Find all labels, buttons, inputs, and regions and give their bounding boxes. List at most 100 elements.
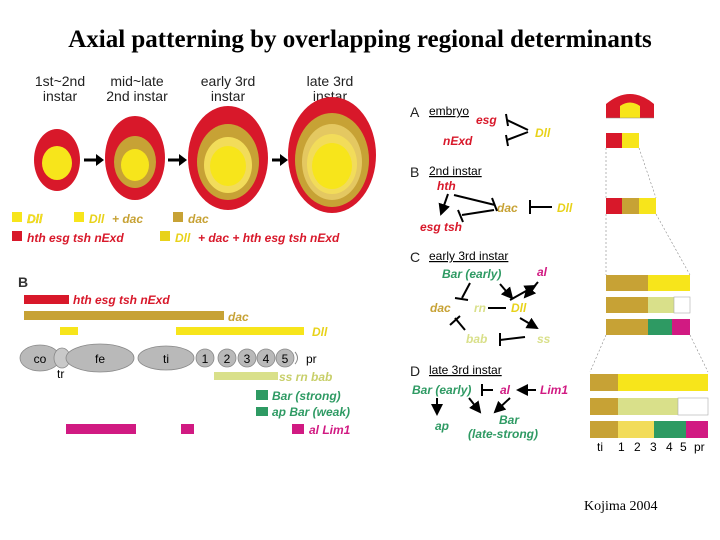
segment-5-label: 5 xyxy=(282,352,289,366)
net-a-nexd: nExd xyxy=(443,134,473,148)
net-b-dll: Dll xyxy=(557,201,573,215)
legend-text-dll-dac-2: + dac xyxy=(112,212,143,226)
net-d-al: al xyxy=(500,383,511,397)
net-b-esg: esg tsh xyxy=(420,220,462,234)
strip-a-red xyxy=(606,133,622,148)
leg-segments: co tr fe ti 1 2 3 4 5 pr xyxy=(19,343,317,381)
bar-dac-label: dac xyxy=(228,310,249,324)
bar-hth-label: hth esg tsh nExd xyxy=(73,293,170,307)
strip-b-red xyxy=(606,198,622,214)
net-c-letter: C xyxy=(410,249,420,265)
legend-swatch-hth xyxy=(12,231,22,241)
strip-label-pr: pr xyxy=(694,440,705,454)
strip-b-yellow xyxy=(639,198,656,214)
net-c-dac: dac xyxy=(430,301,451,315)
strip-d1-yellow xyxy=(618,374,708,391)
net-d-ap: ap xyxy=(435,419,449,433)
strip-c2-white xyxy=(673,296,691,314)
strip-c1-yellow xyxy=(648,275,690,291)
segment-pr-label: pr xyxy=(306,352,317,366)
disc-stage-3 xyxy=(188,106,268,210)
strip-label-ti: ti xyxy=(597,440,603,454)
legend-text-dll: Dll xyxy=(27,212,43,226)
panel-b-bars: hth esg tsh nExd dac Dll co tr fe ti 1 2… xyxy=(19,293,351,437)
segment-ti xyxy=(137,345,195,371)
disc-stage-1 xyxy=(34,129,80,191)
bar-ss-label: ss rn bab xyxy=(279,370,332,384)
strip-d3-green xyxy=(654,421,686,438)
segment-2-label: 2 xyxy=(224,352,231,366)
net-c-title: early 3rd instar xyxy=(429,249,508,263)
net-c-rn: rn xyxy=(474,301,486,315)
stage-2-line1: mid~late xyxy=(110,73,164,89)
strip-c2-lightgreen xyxy=(648,297,674,313)
bar-dll-2 xyxy=(176,327,304,335)
segment-fe-label: fe xyxy=(95,352,105,366)
strip-d3-olive xyxy=(590,421,618,438)
segment-1 xyxy=(195,348,215,368)
net-d-lim1: Lim1 xyxy=(540,383,568,397)
net-c-bab: bab xyxy=(466,332,487,346)
stage-3-line2: instar xyxy=(211,88,246,104)
segment-1-label: 1 xyxy=(202,352,209,366)
bar-dac xyxy=(24,311,224,320)
segment-tr-label: tr xyxy=(57,367,64,381)
stage-1-line2: instar xyxy=(43,88,78,104)
strips: ti 1 2 3 4 5 pr xyxy=(589,94,709,454)
net-d-title: late 3rd instar xyxy=(429,363,502,377)
bar-al-1 xyxy=(66,424,136,434)
net-b-dac: dac xyxy=(497,201,518,215)
strip-d2-white xyxy=(677,397,709,416)
segment-5 xyxy=(275,348,295,368)
segment-3-label: 3 xyxy=(244,352,251,366)
strip-label-3: 3 xyxy=(650,440,657,454)
bar-hth xyxy=(24,295,69,304)
strip-d3-magenta xyxy=(686,421,708,438)
legend-swatch-dll xyxy=(12,212,22,222)
strip-label-2: 2 xyxy=(634,440,641,454)
legend-text-dll-dac-1: Dll xyxy=(89,212,105,226)
legend-text-all-1: Dll xyxy=(175,231,191,245)
net-a-esg: esg xyxy=(476,113,497,127)
segment-fe xyxy=(65,343,135,373)
strip-a-yellow xyxy=(622,133,639,148)
net-d-letter: D xyxy=(410,363,420,379)
strip-c3-magenta xyxy=(672,319,690,335)
bar-al-2 xyxy=(181,424,194,434)
network-A: A embryo esg nExd Dll xyxy=(410,104,551,148)
net-a-letter: A xyxy=(410,104,420,120)
net-d-bar-late: Bar xyxy=(499,413,520,427)
bar-dll-label: Dll xyxy=(312,325,328,339)
bar-ap-label: ap Bar (weak) xyxy=(272,405,350,419)
legend-text-all-2: + dac + hth esg tsh nExd xyxy=(198,231,340,245)
segment-4-label: 4 xyxy=(263,352,270,366)
network-D: D late 3rd instar Bar (early) al Lim1 ap… xyxy=(410,363,568,441)
bar-strong xyxy=(256,390,268,400)
segment-4 xyxy=(256,348,276,368)
segment-2 xyxy=(217,348,237,368)
credit-text: Kojima 2004 xyxy=(584,499,658,514)
net-c-al: al xyxy=(537,265,548,279)
legend-swatch-all xyxy=(160,231,170,241)
bar-ss xyxy=(214,372,278,380)
bar-al-3 xyxy=(292,424,304,434)
strip-d1-olive xyxy=(590,374,618,391)
strip-d3-yellow xyxy=(618,421,654,438)
legend-A: Dll Dll + dac dac hth esg tsh nExd Dll +… xyxy=(12,212,340,245)
bar-ap xyxy=(256,407,268,416)
legend-swatch-dll-dac xyxy=(74,212,84,222)
bar-strong-label: Bar (strong) xyxy=(272,389,341,403)
segment-ti-label: ti xyxy=(163,352,169,366)
strip-c3-green xyxy=(648,319,672,335)
bar-dll-1 xyxy=(60,327,78,335)
stage-arrows xyxy=(84,154,288,166)
net-a-dll: Dll xyxy=(535,126,551,140)
legend-text-hth: hth esg tsh nExd xyxy=(27,231,124,245)
strip-label-1: 1 xyxy=(618,440,625,454)
disc-stage-4 xyxy=(288,97,376,213)
strip-d2-olive xyxy=(590,398,618,415)
net-b-title: 2nd instar xyxy=(429,164,482,178)
stage-3-line1: early 3rd xyxy=(201,73,255,89)
network-B: B 2nd instar hth esg tsh dac Dll xyxy=(410,164,573,234)
